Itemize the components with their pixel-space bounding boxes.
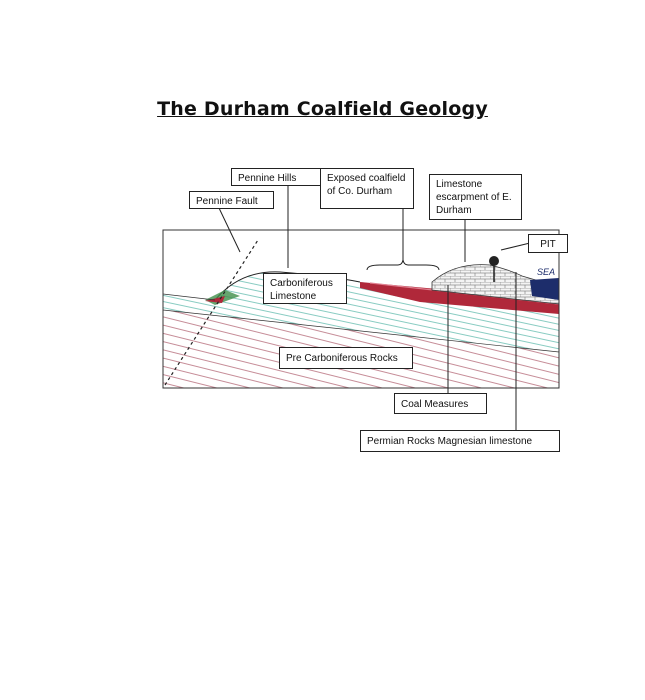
coal-measures-layer	[360, 282, 559, 314]
pit-icon	[489, 256, 499, 266]
coalfield-brace	[366, 259, 440, 271]
label-pit: PIT	[528, 234, 568, 253]
label-sea: SEA	[537, 267, 556, 277]
label-exposed-coalfield: Exposed coalfield of Co. Durham	[320, 168, 414, 209]
label-pennine-hills: Pennine Hills	[231, 168, 324, 186]
diagram-title: The Durham Coalfield Geology	[157, 98, 488, 120]
label-pennine-fault: Pennine Fault	[189, 191, 274, 209]
label-carboniferous-limestone: Carboniferous Limestone	[263, 273, 347, 304]
label-limestone-escarpment: Limestone escarpment of E. Durham	[429, 174, 522, 220]
label-pre-carboniferous-rocks: Pre Carboniferous Rocks	[279, 347, 413, 369]
label-coal-measures: Coal Measures	[394, 393, 487, 414]
pennine-fault-line	[164, 239, 259, 386]
label-permian-rocks: Permian Rocks Magnesian limestone	[360, 430, 560, 452]
sea-area	[530, 278, 559, 300]
